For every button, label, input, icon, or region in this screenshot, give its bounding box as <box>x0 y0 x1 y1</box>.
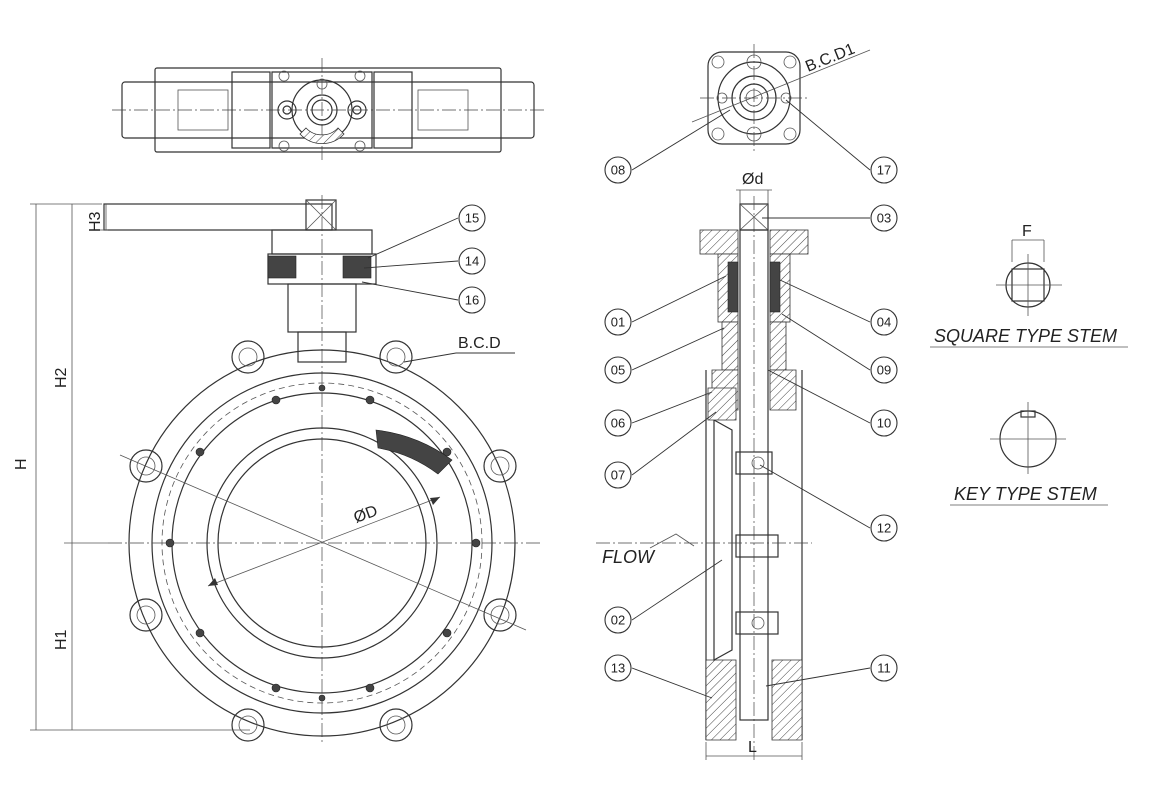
top-view <box>112 58 545 162</box>
square-type-stem: F SQUARE TYPE STEM <box>930 223 1128 348</box>
svg-text:15: 15 <box>465 211 479 226</box>
callout-04: 04 <box>870 308 898 336</box>
dim-H2: H2 <box>53 367 70 388</box>
callout-01: 01 <box>604 308 632 336</box>
key-type-stem: KEY TYPE STEM <box>950 402 1108 506</box>
flange-detail: B.C.D1 08 17 <box>604 41 898 184</box>
callout-02: 02 <box>604 606 632 634</box>
callout-11: 11 <box>870 654 898 682</box>
dim-H1: H1 <box>53 629 70 650</box>
od-label: ØD <box>352 503 380 527</box>
dim-H: H <box>13 458 30 470</box>
svg-text:10: 10 <box>877 416 891 431</box>
svg-text:14: 14 <box>465 254 479 269</box>
dim-H3: H3 <box>87 211 104 232</box>
callout-13: 13 <box>604 654 632 682</box>
callout-14: 14 <box>458 247 486 275</box>
bcd-label: B.C.D <box>458 335 501 352</box>
callout-09: 09 <box>870 356 898 384</box>
callout-08: 08 <box>604 156 632 184</box>
svg-text:13: 13 <box>611 661 625 676</box>
flow-label: FLOW <box>602 547 656 567</box>
callout-06: 06 <box>604 409 632 437</box>
key-type-stem-caption: KEY TYPE STEM <box>954 484 1097 504</box>
callout-03: 03 <box>870 204 898 232</box>
svg-text:09: 09 <box>877 363 891 378</box>
callout-16: 16 <box>458 286 486 314</box>
svg-text:08: 08 <box>611 163 625 178</box>
svg-text:03: 03 <box>877 211 891 226</box>
svg-text:02: 02 <box>611 613 625 628</box>
front-view: ØD B.C.D H H2 H1 H3 15 14 16 <box>13 195 540 745</box>
svg-text:12: 12 <box>877 521 891 536</box>
square-type-stem-caption: SQUARE TYPE STEM <box>934 326 1117 346</box>
svg-text:17: 17 <box>877 163 891 178</box>
svg-text:07: 07 <box>611 468 625 483</box>
bcd1-label: B.C.D1 <box>803 41 857 76</box>
callout-05: 05 <box>604 356 632 384</box>
svg-text:11: 11 <box>877 661 891 676</box>
callout-10: 10 <box>870 409 898 437</box>
lug-holes <box>129 340 517 742</box>
callout-07: 07 <box>604 461 632 489</box>
svg-text:16: 16 <box>465 293 479 308</box>
bolt-pattern <box>165 384 481 702</box>
svg-text:04: 04 <box>877 315 891 330</box>
dim-F: F <box>1022 223 1032 240</box>
callout-15: 15 <box>458 204 486 232</box>
svg-text:05: 05 <box>611 363 625 378</box>
svg-text:01: 01 <box>611 315 625 330</box>
callout-12: 12 <box>870 514 898 542</box>
section-view: Ød FLOW <box>596 171 898 760</box>
callout-17: 17 <box>870 156 898 184</box>
od-small-label: Ød <box>742 171 763 188</box>
dim-L: L <box>748 739 757 756</box>
svg-text:06: 06 <box>611 416 625 431</box>
